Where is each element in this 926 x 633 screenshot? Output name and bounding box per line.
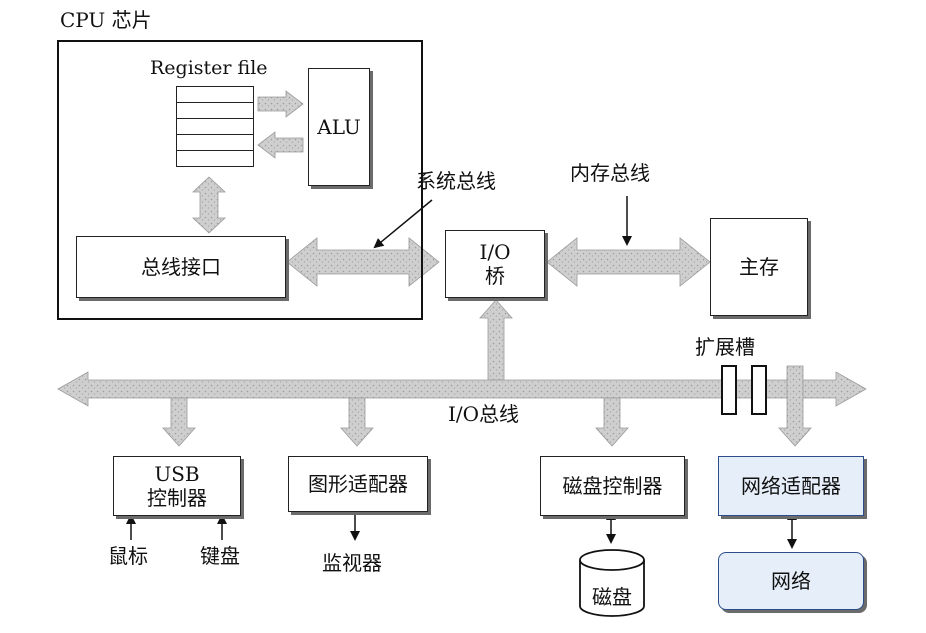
network-label: 网络 <box>771 569 811 593</box>
cpu-chip <box>57 40 423 320</box>
register-cell <box>176 102 254 119</box>
regfile-businterface-bus <box>191 176 227 234</box>
io-bridge-box: I/O 桥 <box>445 230 545 298</box>
bus-interface-box: 总线接口 <box>76 236 286 298</box>
system-bus <box>286 237 440 287</box>
bridge-iobus-connector <box>479 299 513 381</box>
network-adapter-label: 网络适配器 <box>741 474 841 498</box>
io-bridge-line1: I/O <box>479 240 511 264</box>
alu-to-regfile-bus <box>257 131 304 159</box>
disk-label: 磁盘 <box>592 585 632 609</box>
io-bridge-line2: 桥 <box>485 264 505 288</box>
system-bus-label: 系统总线 <box>416 169 496 193</box>
io-bus-label: I/O总线 <box>448 402 520 426</box>
expansion-slot-2 <box>751 365 767 415</box>
usb-controller-box: USB 控制器 <box>113 456 241 516</box>
graphics-adapter-label: 图形适配器 <box>308 472 408 496</box>
bus-interface-label: 总线接口 <box>141 255 221 279</box>
alu-label: ALU <box>317 115 361 139</box>
register-cell <box>176 134 254 151</box>
main-memory-box: 主存 <box>710 218 808 316</box>
register-cell <box>176 150 254 167</box>
keyboard-label: 键盘 <box>200 544 240 568</box>
iobus-to-usb-arrow <box>162 397 196 447</box>
cpu-chip-label: CPU 芯片 <box>60 8 152 32</box>
memory-bus <box>546 237 711 287</box>
iobus-to-network-arrow <box>778 365 812 447</box>
register-file-label: Register file <box>150 57 268 79</box>
regfile-to-alu-bus <box>257 90 304 118</box>
register-cell <box>176 86 254 103</box>
graphics-adapter-box: 图形适配器 <box>288 456 428 512</box>
disk-controller-box: 磁盘控制器 <box>540 456 685 516</box>
monitor-label: 监视器 <box>322 551 382 575</box>
disk-cylinder <box>579 549 645 617</box>
iobus-to-graphics-arrow <box>340 397 374 447</box>
expansion-slot-1 <box>721 365 737 415</box>
main-memory-label: 主存 <box>739 255 779 279</box>
memory-bus-label: 内存总线 <box>570 161 650 185</box>
network-adapter-box: 网络适配器 <box>718 456 864 516</box>
io-bus <box>57 371 867 407</box>
usb-controller-line2: 控制器 <box>147 486 207 510</box>
alu-box: ALU <box>308 68 370 186</box>
network-box: 网络 <box>718 552 864 610</box>
disk-controller-label: 磁盘控制器 <box>562 474 663 498</box>
register-cell <box>176 118 254 135</box>
mouse-label: 鼠标 <box>108 544 148 568</box>
usb-controller-line1: USB <box>154 462 200 486</box>
expansion-slots-label: 扩展槽 <box>695 335 755 359</box>
iobus-to-disk-arrow <box>595 397 629 447</box>
